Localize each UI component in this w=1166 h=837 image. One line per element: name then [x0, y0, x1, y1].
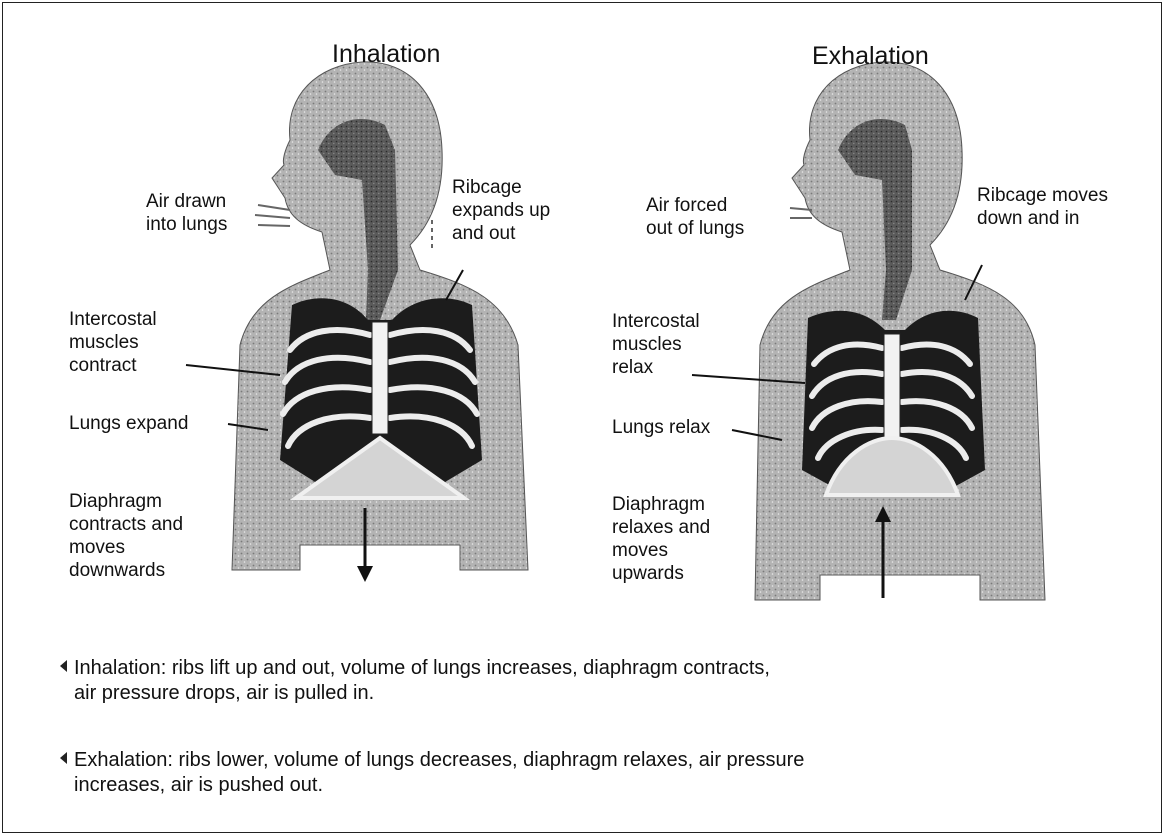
inhalation-air-marks: [255, 205, 290, 226]
bullet-line: increases, air is pushed out.: [74, 773, 1034, 798]
inhalation-ribcage-label: Ribcage expands up and out: [452, 176, 550, 245]
label-line: Diaphragm: [612, 493, 710, 516]
exhalation-intercostal-label: Intercostal muscles relax: [612, 310, 700, 379]
exhalation-lungs-label: Lungs relax: [612, 416, 710, 439]
exhalation-diaphragm-label: Diaphragm relaxes and moves upwards: [612, 493, 710, 585]
label-line: Ribcage moves: [977, 184, 1108, 207]
exhalation-air-label: Air forced out of lungs: [646, 194, 744, 240]
exhalation-ribcage-label: Ribcage moves down and in: [977, 184, 1108, 230]
label-line: relax: [612, 356, 700, 379]
label-line: downwards: [69, 559, 183, 582]
label-line: moves: [612, 539, 710, 562]
label-line: muscles: [69, 331, 157, 354]
label-line: Air forced: [646, 194, 744, 217]
label-line: Air drawn: [146, 190, 227, 213]
inhalation-title: Inhalation: [332, 42, 440, 67]
inhalation-diaphragm-label: Diaphragm contracts and moves downwards: [69, 490, 183, 582]
exhalation-summary-bullet: Exhalation: ribs lower, volume of lungs …: [74, 748, 1034, 798]
exhalation-sternum: [884, 334, 900, 446]
label-line: upwards: [612, 562, 710, 585]
bullet-line: Inhalation: ribs lift up and out, volume…: [74, 656, 1034, 681]
label-line: Intercostal: [612, 310, 700, 333]
bullet-arrow-icon: [60, 660, 67, 672]
label-line: muscles: [612, 333, 700, 356]
inhalation-intercostal-label: Intercostal muscles contract: [69, 308, 157, 377]
label-line: out of lungs: [646, 217, 744, 240]
label-line: moves: [69, 536, 183, 559]
inhalation-lungs-label: Lungs expand: [69, 412, 188, 435]
label-line: and out: [452, 222, 550, 245]
label-line: Lungs relax: [612, 416, 710, 439]
label-line: Ribcage: [452, 176, 550, 199]
bullet-arrow-icon: [60, 752, 67, 764]
label-line: Intercostal: [69, 308, 157, 331]
label-line: down and in: [977, 207, 1108, 230]
label-line: Lungs expand: [69, 412, 188, 435]
exhalation-air-marks: [790, 208, 812, 218]
label-line: Diaphragm: [69, 490, 183, 513]
label-line: into lungs: [146, 213, 227, 236]
inhalation-figure: [186, 62, 528, 582]
label-line: contracts and: [69, 513, 183, 536]
inhalation-air-label: Air drawn into lungs: [146, 190, 227, 236]
label-line: expands up: [452, 199, 550, 222]
inhalation-summary-bullet: Inhalation: ribs lift up and out, volume…: [74, 656, 1034, 706]
label-line: relaxes and: [612, 516, 710, 539]
label-line: contract: [69, 354, 157, 377]
exhalation-title: Exhalation: [812, 44, 929, 69]
inhalation-diaphragm-arrow-head: [357, 566, 373, 582]
exhalation-figure: [692, 62, 1045, 600]
bullet-line: air pressure drops, air is pulled in.: [74, 681, 1034, 706]
inhalation-sternum: [372, 322, 388, 434]
bullet-line: Exhalation: ribs lower, volume of lungs …: [74, 748, 1034, 773]
